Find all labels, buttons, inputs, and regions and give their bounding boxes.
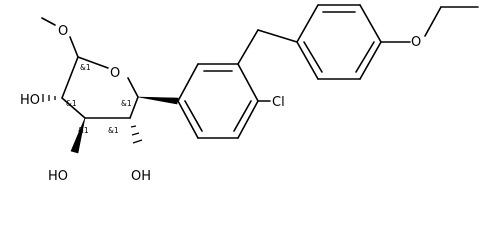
bond-r2-a: [296, 4, 319, 43]
wedge-c3-oh: [70, 117, 86, 154]
hydroxyl-c2-label: HO: [20, 93, 40, 108]
bond-r1-double-3: [184, 100, 203, 132]
stereo-label-c3: &1: [78, 126, 89, 135]
atom-labels: O O O Cl HO HO OH: [20, 24, 421, 184]
stereo-label-c2: &1: [66, 99, 77, 108]
stereo-label-c1: &1: [80, 63, 91, 72]
methylene-bridge: [237, 29, 298, 65]
bond-c1-ring-o: [77, 56, 109, 69]
stereo-descriptors: &1 &1 &1 &1 &1: [66, 63, 132, 135]
stereo-label-c4: &1: [108, 126, 119, 135]
sugar-ring: [61, 56, 139, 119]
stereo-label-c5: &1: [121, 99, 132, 108]
bond-o-c1: [69, 36, 79, 58]
bond-r1-a: [177, 63, 199, 102]
bond-c5-c4: [129, 96, 139, 119]
bond-c3-c2: [61, 97, 86, 119]
ethoxy-group: [380, 6, 479, 43]
bond-bridge-1: [237, 29, 259, 65]
bond-r2-c: [359, 4, 382, 43]
stereo-bonds: [42, 94, 179, 154]
bond-ring-o-c5: [127, 77, 139, 98]
chlorine-label: Cl: [272, 95, 285, 110]
bond-r2-f: [296, 41, 319, 80]
ethoxy-oxygen-label: O: [411, 35, 421, 50]
bond-c2-c1: [61, 56, 79, 99]
wedge-c5-aryl: [137, 96, 179, 105]
hydroxyl-c3-label: HO: [48, 169, 68, 184]
hash-c4-oh-1: [130, 125, 137, 128]
bond-r2-double-3: [303, 41, 323, 73]
bond-bridge-2: [257, 29, 298, 43]
ring-oxygen-label: O: [110, 66, 120, 81]
bond-r1-d: [237, 100, 259, 139]
hash-c4-oh-2: [131, 132, 140, 136]
bond-methyl-o: [41, 17, 56, 26]
bond-o-ch2: [424, 6, 442, 37]
methoxy-group: [41, 17, 79, 58]
bond-r2-d: [359, 41, 382, 80]
bond-r1-f: [177, 100, 199, 139]
hash-c4-oh-3: [132, 139, 143, 144]
molecule-structure: O O O Cl HO HO OH &1 &1 &1 &1 &1: [20, 4, 479, 184]
bond-r2-double-2: [355, 41, 375, 73]
hydroxyl-c4-label: OH: [131, 169, 151, 184]
bond-r1-double-2: [233, 100, 252, 132]
methoxy-oxygen-label: O: [58, 24, 68, 39]
chlorophenyl-ring: [177, 63, 271, 139]
ethoxyphenyl-ring: [296, 4, 382, 80]
bond-r1-c: [237, 63, 259, 102]
